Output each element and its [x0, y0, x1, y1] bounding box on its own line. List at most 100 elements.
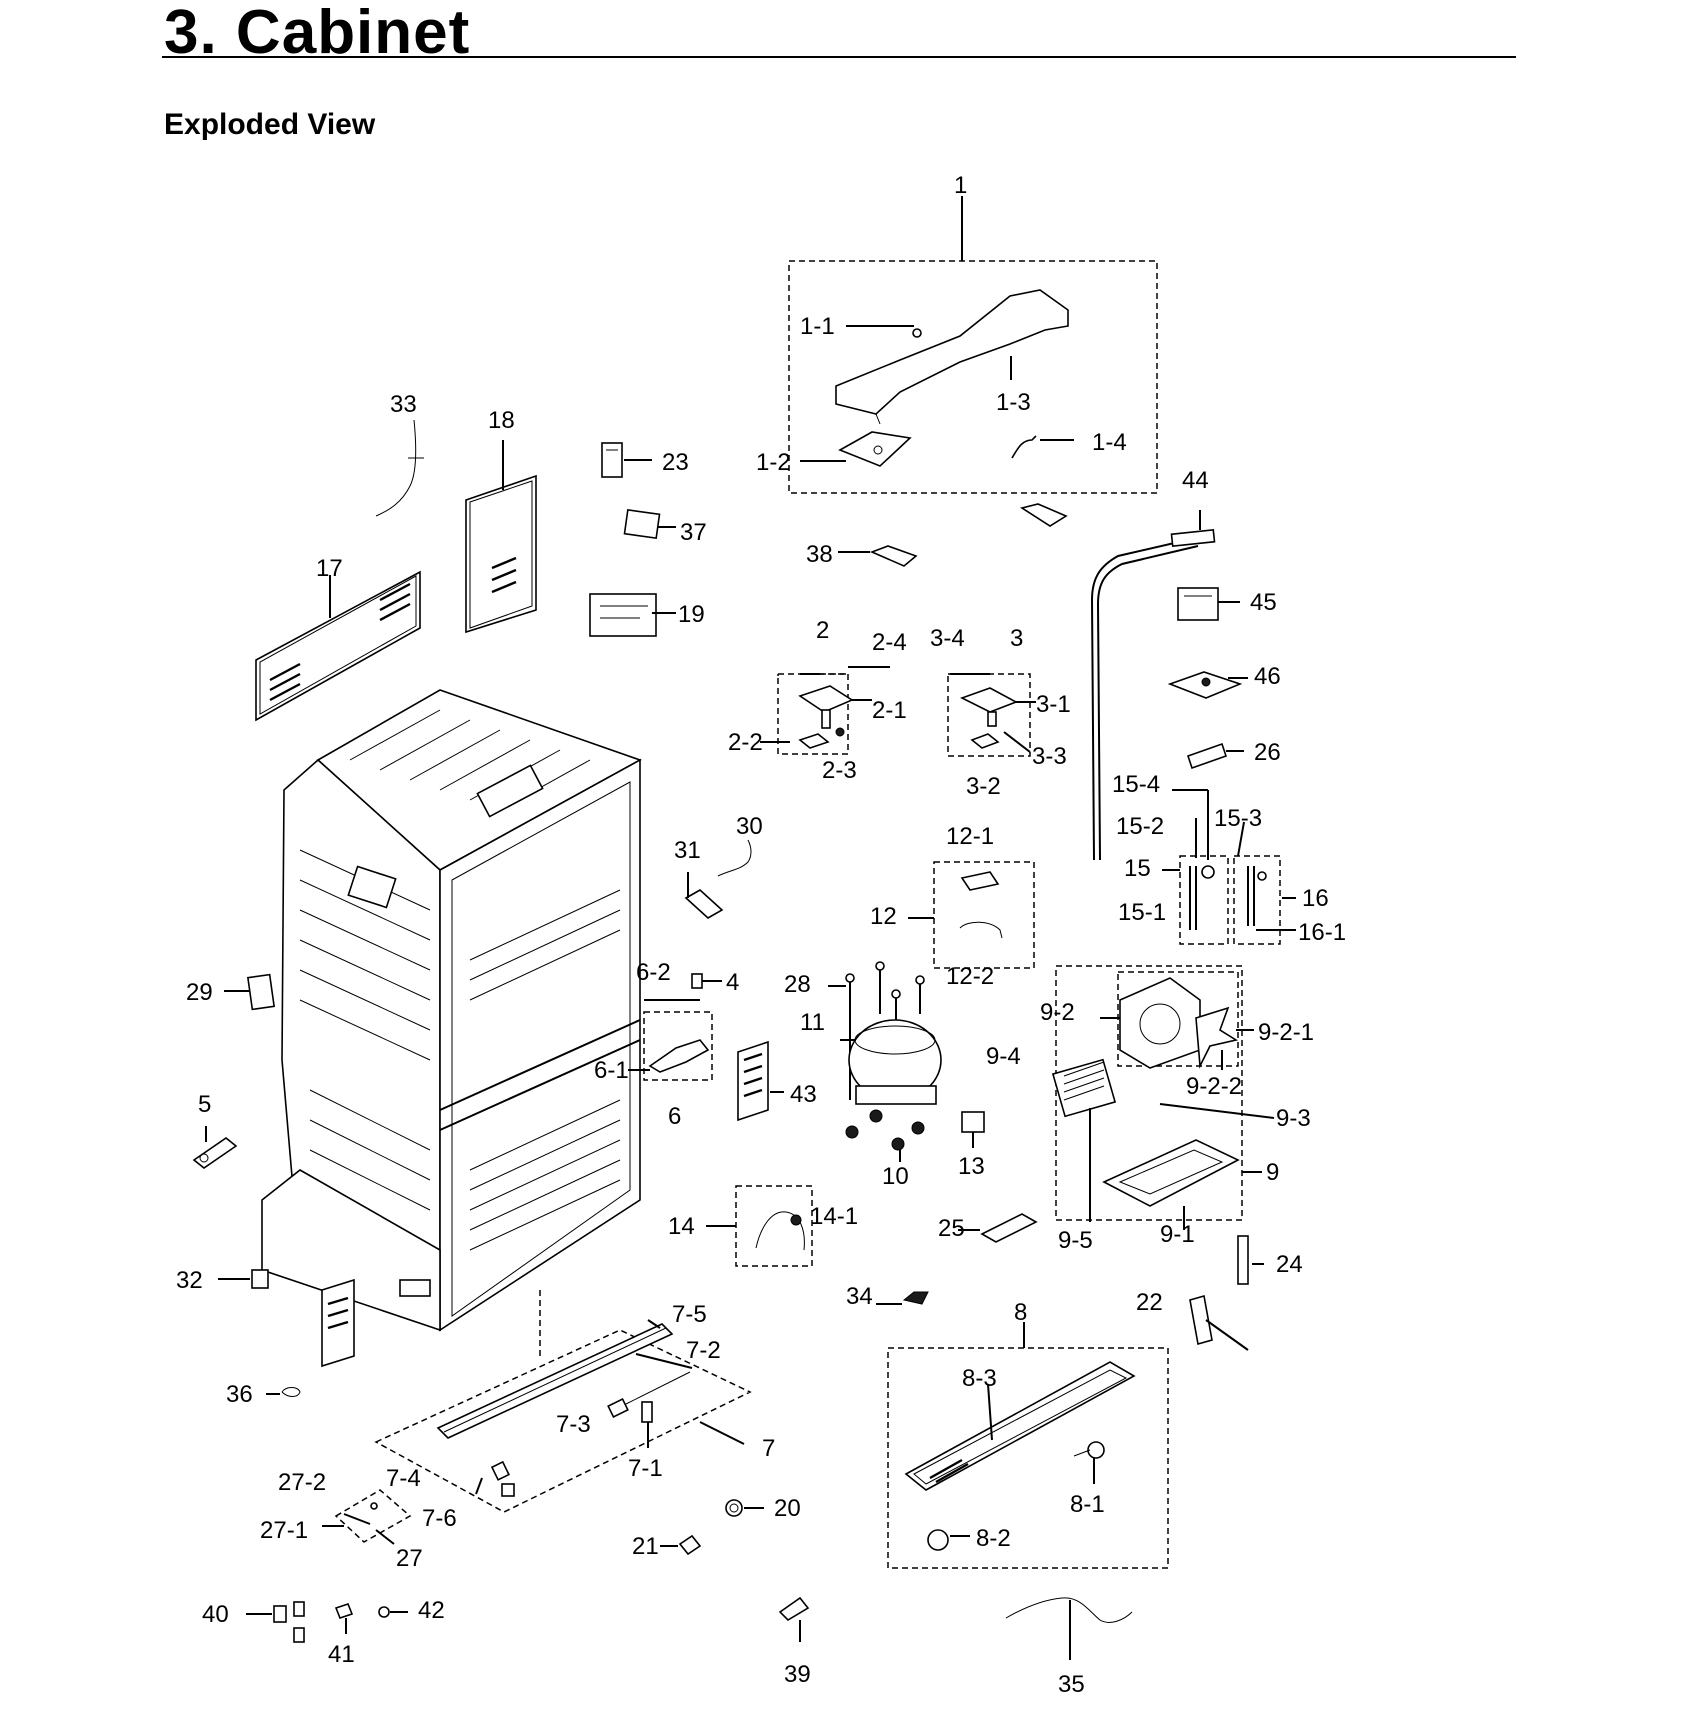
callout-label: 1	[954, 172, 967, 199]
callout-label: 9	[1266, 1159, 1279, 1186]
callout-label: 34	[846, 1283, 873, 1310]
callout-label: 6	[668, 1103, 681, 1130]
callout-label: 11	[800, 1009, 825, 1036]
title-rule	[162, 56, 1516, 58]
group-14	[706, 1185, 813, 1267]
callout-label: 9-2	[1040, 999, 1075, 1026]
callout-label: 6-2	[636, 959, 671, 986]
callout-label: 46	[1254, 663, 1281, 690]
callout-label: 9-2-2	[1186, 1073, 1242, 1100]
callout-label: 15	[1124, 855, 1151, 882]
callout-label: 20	[774, 1495, 801, 1522]
callout-label: 26	[1254, 739, 1281, 766]
callout-label: 1-3	[996, 389, 1031, 416]
callout-label: 5	[198, 1091, 211, 1118]
pcb-parts	[589, 442, 918, 637]
callout-label: 2	[816, 617, 829, 644]
callout-label: 7	[762, 1435, 775, 1462]
callout-label: 2-2	[728, 729, 763, 756]
callout-label: 15-1	[1118, 899, 1166, 926]
right-top-parts	[1167, 587, 1248, 770]
callout-label: 38	[806, 541, 833, 568]
group-2-hinge	[760, 666, 890, 755]
callout-label: 41	[328, 1641, 355, 1668]
callout-label: 2-3	[822, 757, 857, 784]
callout-label: 2-4	[872, 629, 907, 656]
callout-label: 8-3	[962, 1365, 997, 1392]
main-cabinet	[261, 689, 642, 1360]
callout-label: 23	[662, 449, 689, 476]
callout-label: 17	[316, 555, 343, 582]
callout-label: 44	[1182, 467, 1209, 494]
callout-label: 8-2	[976, 1525, 1011, 1552]
callout-label: 3-1	[1036, 691, 1071, 718]
callout-label: 36	[226, 1381, 253, 1408]
callout-label: 9-4	[986, 1043, 1021, 1070]
callout-label: 7-3	[556, 1411, 591, 1438]
group-9-fan	[1051, 965, 1275, 1230]
callout-label: 4	[726, 969, 739, 996]
callout-label: 10	[882, 1163, 909, 1190]
callout-label: 9-1	[1160, 1221, 1195, 1248]
callout-label: 30	[736, 813, 763, 840]
callout-label: 27-2	[278, 1469, 326, 1496]
group-1-bracket	[788, 196, 1158, 527]
callout-labels: 1 1-1 1-2 1-3 1-4 2 2-1 2-2 2-3 2-4 3 3-…	[176, 172, 1346, 1698]
callout-label: 24	[1276, 1251, 1303, 1278]
callout-label: 3-4	[930, 625, 965, 652]
callout-label: 8-1	[1070, 1491, 1105, 1518]
callout-label: 37	[680, 519, 707, 546]
part-20	[725, 1499, 743, 1517]
callout-label: 35	[1058, 1671, 1085, 1698]
mid-parts	[628, 839, 784, 1122]
callout-label: 7-2	[686, 1337, 721, 1364]
callout-label: 12-2	[946, 963, 994, 990]
cover-17	[255, 570, 421, 722]
callout-label: 3-3	[1032, 743, 1067, 770]
callout-label: 42	[418, 1597, 445, 1624]
callout-label: 43	[790, 1081, 817, 1108]
group-8-base	[887, 1322, 1169, 1569]
callout-label: 16	[1302, 885, 1329, 912]
callout-label: 12-1	[946, 823, 994, 850]
callout-label: 8	[1014, 1299, 1027, 1326]
callout-label: 15-4	[1112, 771, 1160, 798]
groups-15-16	[1162, 789, 1296, 945]
callout-label: 12	[870, 903, 897, 930]
callout-label: 27	[396, 1545, 423, 1572]
callout-label: 9-3	[1276, 1105, 1311, 1132]
callout-label: 7-4	[386, 1465, 421, 1492]
cover-18	[465, 440, 537, 634]
callout-label: 15-3	[1214, 805, 1262, 832]
callout-label: 27-1	[260, 1517, 308, 1544]
callout-label: 40	[202, 1601, 229, 1628]
callout-label: 6-1	[594, 1057, 629, 1084]
group-3-hinge	[947, 673, 1036, 757]
callout-label: 22	[1136, 1289, 1163, 1316]
callout-label: 15-2	[1116, 813, 1164, 840]
callout-label: 2-1	[872, 697, 907, 724]
callout-label: 13	[958, 1153, 985, 1180]
callout-label: 25	[938, 1215, 965, 1242]
callout-label: 16-1	[1298, 919, 1346, 946]
relay-13	[961, 1111, 985, 1133]
callout-label: 32	[176, 1267, 203, 1294]
pipe-44	[1090, 510, 1216, 861]
bottom-row-parts	[246, 1596, 1133, 1660]
callout-label: 1-2	[756, 449, 791, 476]
callout-label: 14-1	[810, 1203, 858, 1230]
side-parts	[192, 973, 355, 1397]
section-title: Exploded View	[164, 108, 376, 141]
callout-label: 9-5	[1058, 1227, 1093, 1254]
callout-label: 7-1	[628, 1455, 663, 1482]
callout-label: 39	[784, 1661, 811, 1688]
callout-label: 29	[186, 979, 213, 1006]
group-27	[322, 1489, 412, 1545]
callout-label: 3	[1010, 625, 1023, 652]
callout-label: 7-6	[422, 1505, 457, 1532]
page-title: 3. Cabinet	[164, 0, 471, 67]
callout-label: 33	[390, 391, 417, 418]
callout-label: 14	[668, 1213, 695, 1240]
wire-33	[375, 419, 417, 517]
